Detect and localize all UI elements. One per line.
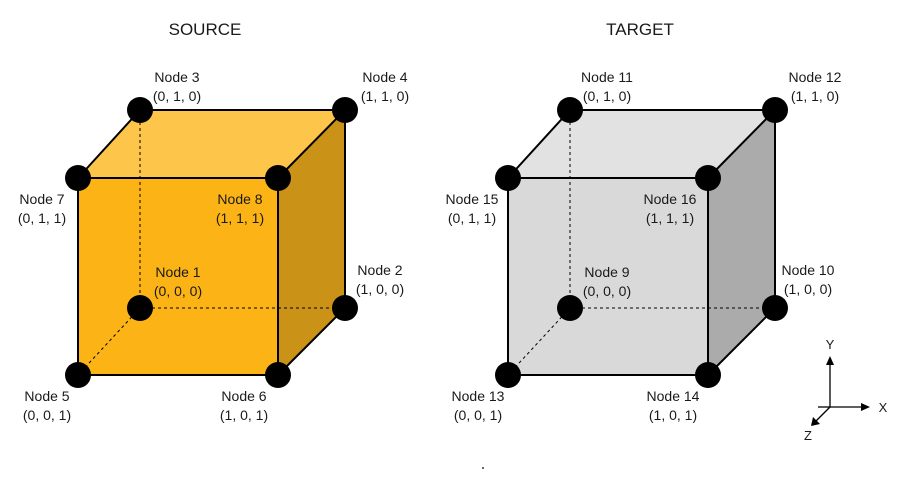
- node-3-marker: [127, 97, 153, 123]
- node-2-coord: (1, 0, 0): [356, 281, 404, 297]
- source-top-edges: [77, 109, 348, 179]
- node-10-marker: [762, 295, 788, 321]
- x-axis-arrowhead: [861, 403, 870, 411]
- node-4-coord: (1, 1, 0): [361, 88, 409, 104]
- node-16-label: Node 16: [644, 191, 697, 207]
- node-16-coord: (1, 1, 1): [646, 210, 694, 226]
- source-right-face: [278, 110, 345, 375]
- target-right-face: [708, 110, 775, 375]
- node-10-coord: (1, 0, 0): [784, 281, 832, 297]
- node-6-marker: [265, 362, 291, 388]
- node-15-label: Node 15: [446, 191, 499, 207]
- node-16-marker: [695, 165, 721, 191]
- target-top-edges: [507, 109, 778, 179]
- node-9-marker: [557, 295, 583, 321]
- node-11-label: Node 11: [581, 69, 633, 85]
- node-15-coord: (0, 1, 1): [448, 210, 496, 226]
- node-8-coord: (1, 1, 1): [216, 210, 264, 226]
- z-axis-label: Z: [804, 428, 812, 443]
- y-axis-label: Y: [826, 337, 835, 352]
- node-14-label: Node 14: [647, 388, 700, 404]
- node-3-label: Node 3: [154, 69, 199, 85]
- z-axis-line: [813, 406, 831, 424]
- node-5-label: Node 5: [24, 388, 69, 404]
- target-cube: TARGET Node 11 (0, 1, 0) Node 12 (1, 1, …: [446, 20, 842, 423]
- node-2-label: Node 2: [357, 262, 402, 278]
- node-10-label: Node 10: [782, 262, 835, 278]
- node-1-coord: (0, 0, 0): [154, 283, 202, 299]
- node-12-marker: [762, 97, 788, 123]
- node-14-coord: (1, 0, 1): [649, 407, 697, 423]
- axis-triad: Y X Z: [804, 337, 888, 443]
- node-8-label: Node 8: [217, 191, 262, 207]
- x-axis-label: X: [879, 400, 888, 415]
- node-11-coord: (0, 1, 0): [583, 88, 631, 104]
- node-7-label: Node 7: [19, 191, 64, 207]
- target-front-face: [508, 178, 708, 375]
- node-7-marker: [65, 165, 91, 191]
- node-12-coord: (1, 1, 0): [791, 88, 839, 104]
- node-6-coord: (1, 0, 1): [220, 407, 268, 423]
- node-4-marker: [332, 97, 358, 123]
- node-4-label: Node 4: [362, 69, 407, 85]
- y-axis-arrowhead: [826, 356, 834, 365]
- z-axis-arrowhead: [811, 417, 820, 426]
- node-5-coord: (0, 0, 1): [23, 407, 71, 423]
- source-top-face: [78, 110, 345, 178]
- source-front-face: [78, 178, 278, 375]
- node-11-marker: [557, 97, 583, 123]
- node-9-coord: (0, 0, 0): [583, 283, 631, 299]
- node-13-label: Node 13: [452, 388, 505, 404]
- target-top-face: [508, 110, 775, 178]
- target-title: TARGET: [606, 20, 674, 39]
- node-9-label: Node 9: [584, 264, 629, 280]
- node-8-marker: [265, 165, 291, 191]
- node-2-marker: [332, 295, 358, 321]
- node-1-marker: [127, 295, 153, 321]
- node-12-label: Node 12: [789, 69, 842, 85]
- node-13-marker: [495, 362, 521, 388]
- node-5-marker: [65, 362, 91, 388]
- stray-dot: [482, 467, 484, 469]
- source-title: SOURCE: [169, 20, 242, 39]
- node-1-label: Node 1: [155, 264, 200, 280]
- node-13-coord: (0, 0, 1): [454, 407, 502, 423]
- node-15-marker: [495, 165, 521, 191]
- node-14-marker: [695, 362, 721, 388]
- source-cube: SOURCE Node 3 (0, 1, 0) Node 4 (1, 1, 0)…: [18, 20, 409, 423]
- node-7-coord: (0, 1, 1): [18, 210, 66, 226]
- node-3-coord: (0, 1, 0): [153, 88, 201, 104]
- node-6-label: Node 6: [221, 388, 266, 404]
